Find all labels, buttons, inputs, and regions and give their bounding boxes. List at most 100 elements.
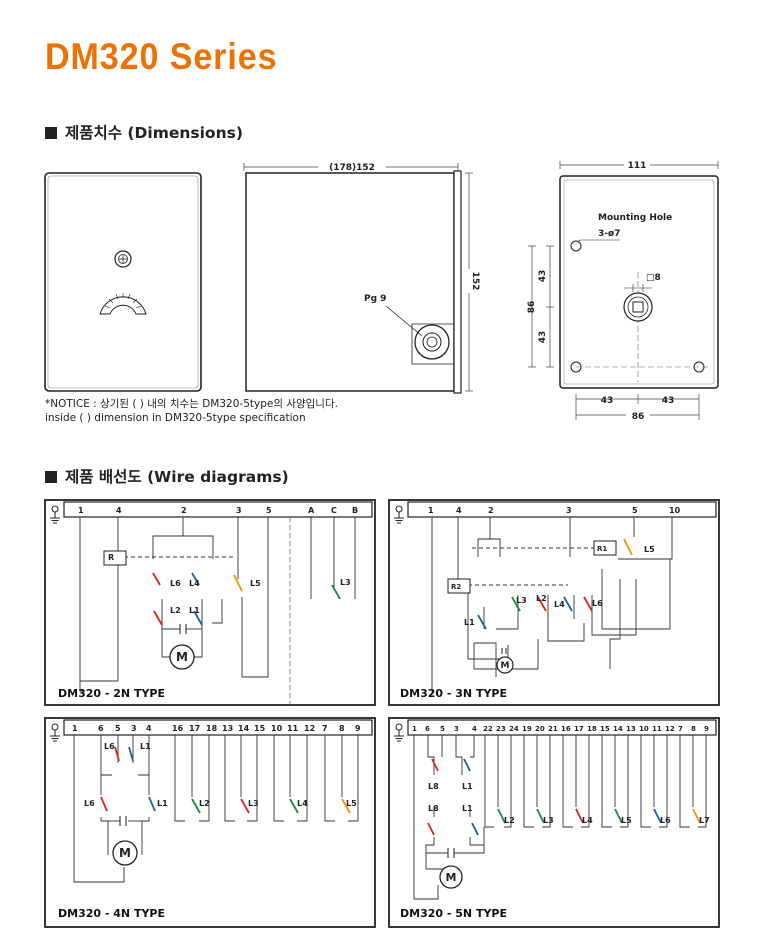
- terminal-label: 17: [574, 725, 584, 733]
- pg-label: Pg 9: [364, 294, 386, 304]
- l6-label: L6: [104, 742, 115, 751]
- page-title: DM320 Series: [45, 36, 278, 77]
- l3-label: L3: [248, 799, 259, 808]
- motor-icon: [439, 865, 463, 889]
- l7-label: L7: [699, 816, 710, 825]
- motor-icon: [169, 644, 195, 670]
- terminal-label: 7: [322, 724, 328, 733]
- relay-label: R: [108, 553, 114, 562]
- r2-label: R2: [451, 583, 461, 591]
- terminal-label: 8: [339, 724, 345, 733]
- l3-label: L3: [340, 578, 351, 587]
- terminal-label: 8: [691, 725, 696, 733]
- l4-label: L4: [582, 816, 593, 825]
- v-upper-dim: 43: [538, 270, 548, 283]
- terminal-label: 15: [600, 725, 610, 733]
- l5-label: L5: [621, 816, 632, 825]
- l6-label: L6: [84, 799, 95, 808]
- terminal-label: 6: [425, 725, 430, 733]
- square-bullet-icon: [45, 471, 57, 483]
- wiring-heading: 제품 배선도 (Wire diagrams): [45, 465, 289, 487]
- terminal-label: 18: [206, 724, 218, 733]
- l3-label: L3: [543, 816, 554, 825]
- r1-label: R1: [597, 545, 607, 553]
- terminal-label: 24: [509, 725, 519, 733]
- terminal-label: 11: [287, 724, 299, 733]
- l5-label: L5: [346, 799, 357, 808]
- mount-hole-spec: 3-ø7: [598, 229, 620, 239]
- back-view: 111 Mounting Hole 3-ø7 □8 86 43 43 43 43…: [527, 158, 719, 422]
- terminal-label: 11: [652, 725, 662, 733]
- motor-label: M: [446, 871, 457, 884]
- terminal-label: 10: [669, 506, 681, 515]
- l2-label: L2: [199, 799, 210, 808]
- terminal-label: 16: [561, 725, 571, 733]
- square-dim: □8: [646, 273, 661, 283]
- terminal-label: 14: [238, 724, 250, 733]
- terminal-label: 1: [428, 506, 434, 515]
- terminal-label: B: [352, 506, 358, 515]
- l1-label: L1: [462, 782, 473, 791]
- notice-line1: *NOTICE : 상기된 ( ) 내의 치수는 DM320-5type의 사양…: [45, 398, 338, 410]
- h-left-dim: 43: [601, 396, 614, 406]
- type-label: DM320 - 2N TYPE: [58, 687, 165, 700]
- terminal-label: 2: [181, 506, 187, 515]
- l2-label: L2: [170, 606, 181, 615]
- terminal-label: 4: [456, 506, 462, 515]
- terminal-label: 14: [613, 725, 623, 733]
- l1-label: L1: [462, 804, 473, 813]
- terminal-label: 3: [131, 724, 137, 733]
- terminal-label: 1: [412, 725, 417, 733]
- type-label: DM320 - 3N TYPE: [400, 687, 507, 700]
- terminal-label: 5: [266, 506, 272, 515]
- l1-label: L1: [157, 799, 168, 808]
- terminal-label: 18: [587, 725, 597, 733]
- mount-hole-icon: [570, 240, 582, 252]
- l5-label: L5: [644, 545, 655, 554]
- notice: *NOTICE : 상기된 ( ) 내의 치수는 DM320-5type의 사양…: [45, 397, 338, 425]
- dimensions-heading: 제품치수 (Dimensions): [45, 121, 243, 143]
- v-lower-dim: 43: [538, 331, 548, 344]
- l4-label: L4: [189, 579, 200, 588]
- motor-label: M: [501, 661, 510, 671]
- l8-label: L8: [428, 804, 439, 813]
- terminal-label: 5: [440, 725, 445, 733]
- diagram-4n: 1 6 5 3 4 16 17 18 13 14 15 10 11 12 7 8…: [44, 717, 376, 928]
- h-total-dim: 86: [632, 412, 645, 422]
- terminal-label: 19: [522, 725, 532, 733]
- terminal-label: 5: [632, 506, 638, 515]
- type-label: DM320 - 4N TYPE: [58, 907, 165, 920]
- terminal-label: 1: [78, 506, 84, 515]
- terminal-label: 12: [304, 724, 315, 733]
- l1-label: L1: [464, 618, 475, 627]
- terminal-label: 6: [98, 724, 104, 733]
- motor-label: M: [176, 650, 188, 664]
- terminal-label: 3: [566, 506, 572, 515]
- terminal-label: 9: [704, 725, 709, 733]
- type-label: DM320 - 5N TYPE: [400, 907, 507, 920]
- l3-label: L3: [516, 596, 527, 605]
- l2-label: L2: [536, 594, 547, 603]
- terminal-label: 23: [496, 725, 506, 733]
- front-view: [44, 172, 202, 392]
- terminal-label: 13: [222, 724, 233, 733]
- l8-label: L8: [428, 782, 439, 791]
- l6-label: L6: [592, 599, 603, 608]
- l1-label: L1: [189, 606, 200, 615]
- square-bullet-icon: [45, 127, 57, 139]
- terminal-label: 3: [454, 725, 459, 733]
- motor-label: M: [119, 846, 131, 860]
- terminal-label: 17: [189, 724, 200, 733]
- l4-label: L4: [554, 600, 565, 609]
- diagram-2n: 1 4 2 3 5 A C B R M: [44, 499, 376, 706]
- wiring-heading-text: 제품 배선도 (Wire diagrams): [65, 468, 289, 486]
- side-height-dim: 152: [470, 272, 480, 291]
- terminal-label: 1: [72, 724, 78, 733]
- l5-label: L5: [250, 579, 261, 588]
- l6-label: L6: [170, 579, 181, 588]
- terminal-label: C: [331, 506, 337, 515]
- l2-label: L2: [504, 816, 515, 825]
- terminal-label: 4: [116, 506, 122, 515]
- l6-label: L6: [660, 816, 671, 825]
- terminal-label: 7: [678, 725, 683, 733]
